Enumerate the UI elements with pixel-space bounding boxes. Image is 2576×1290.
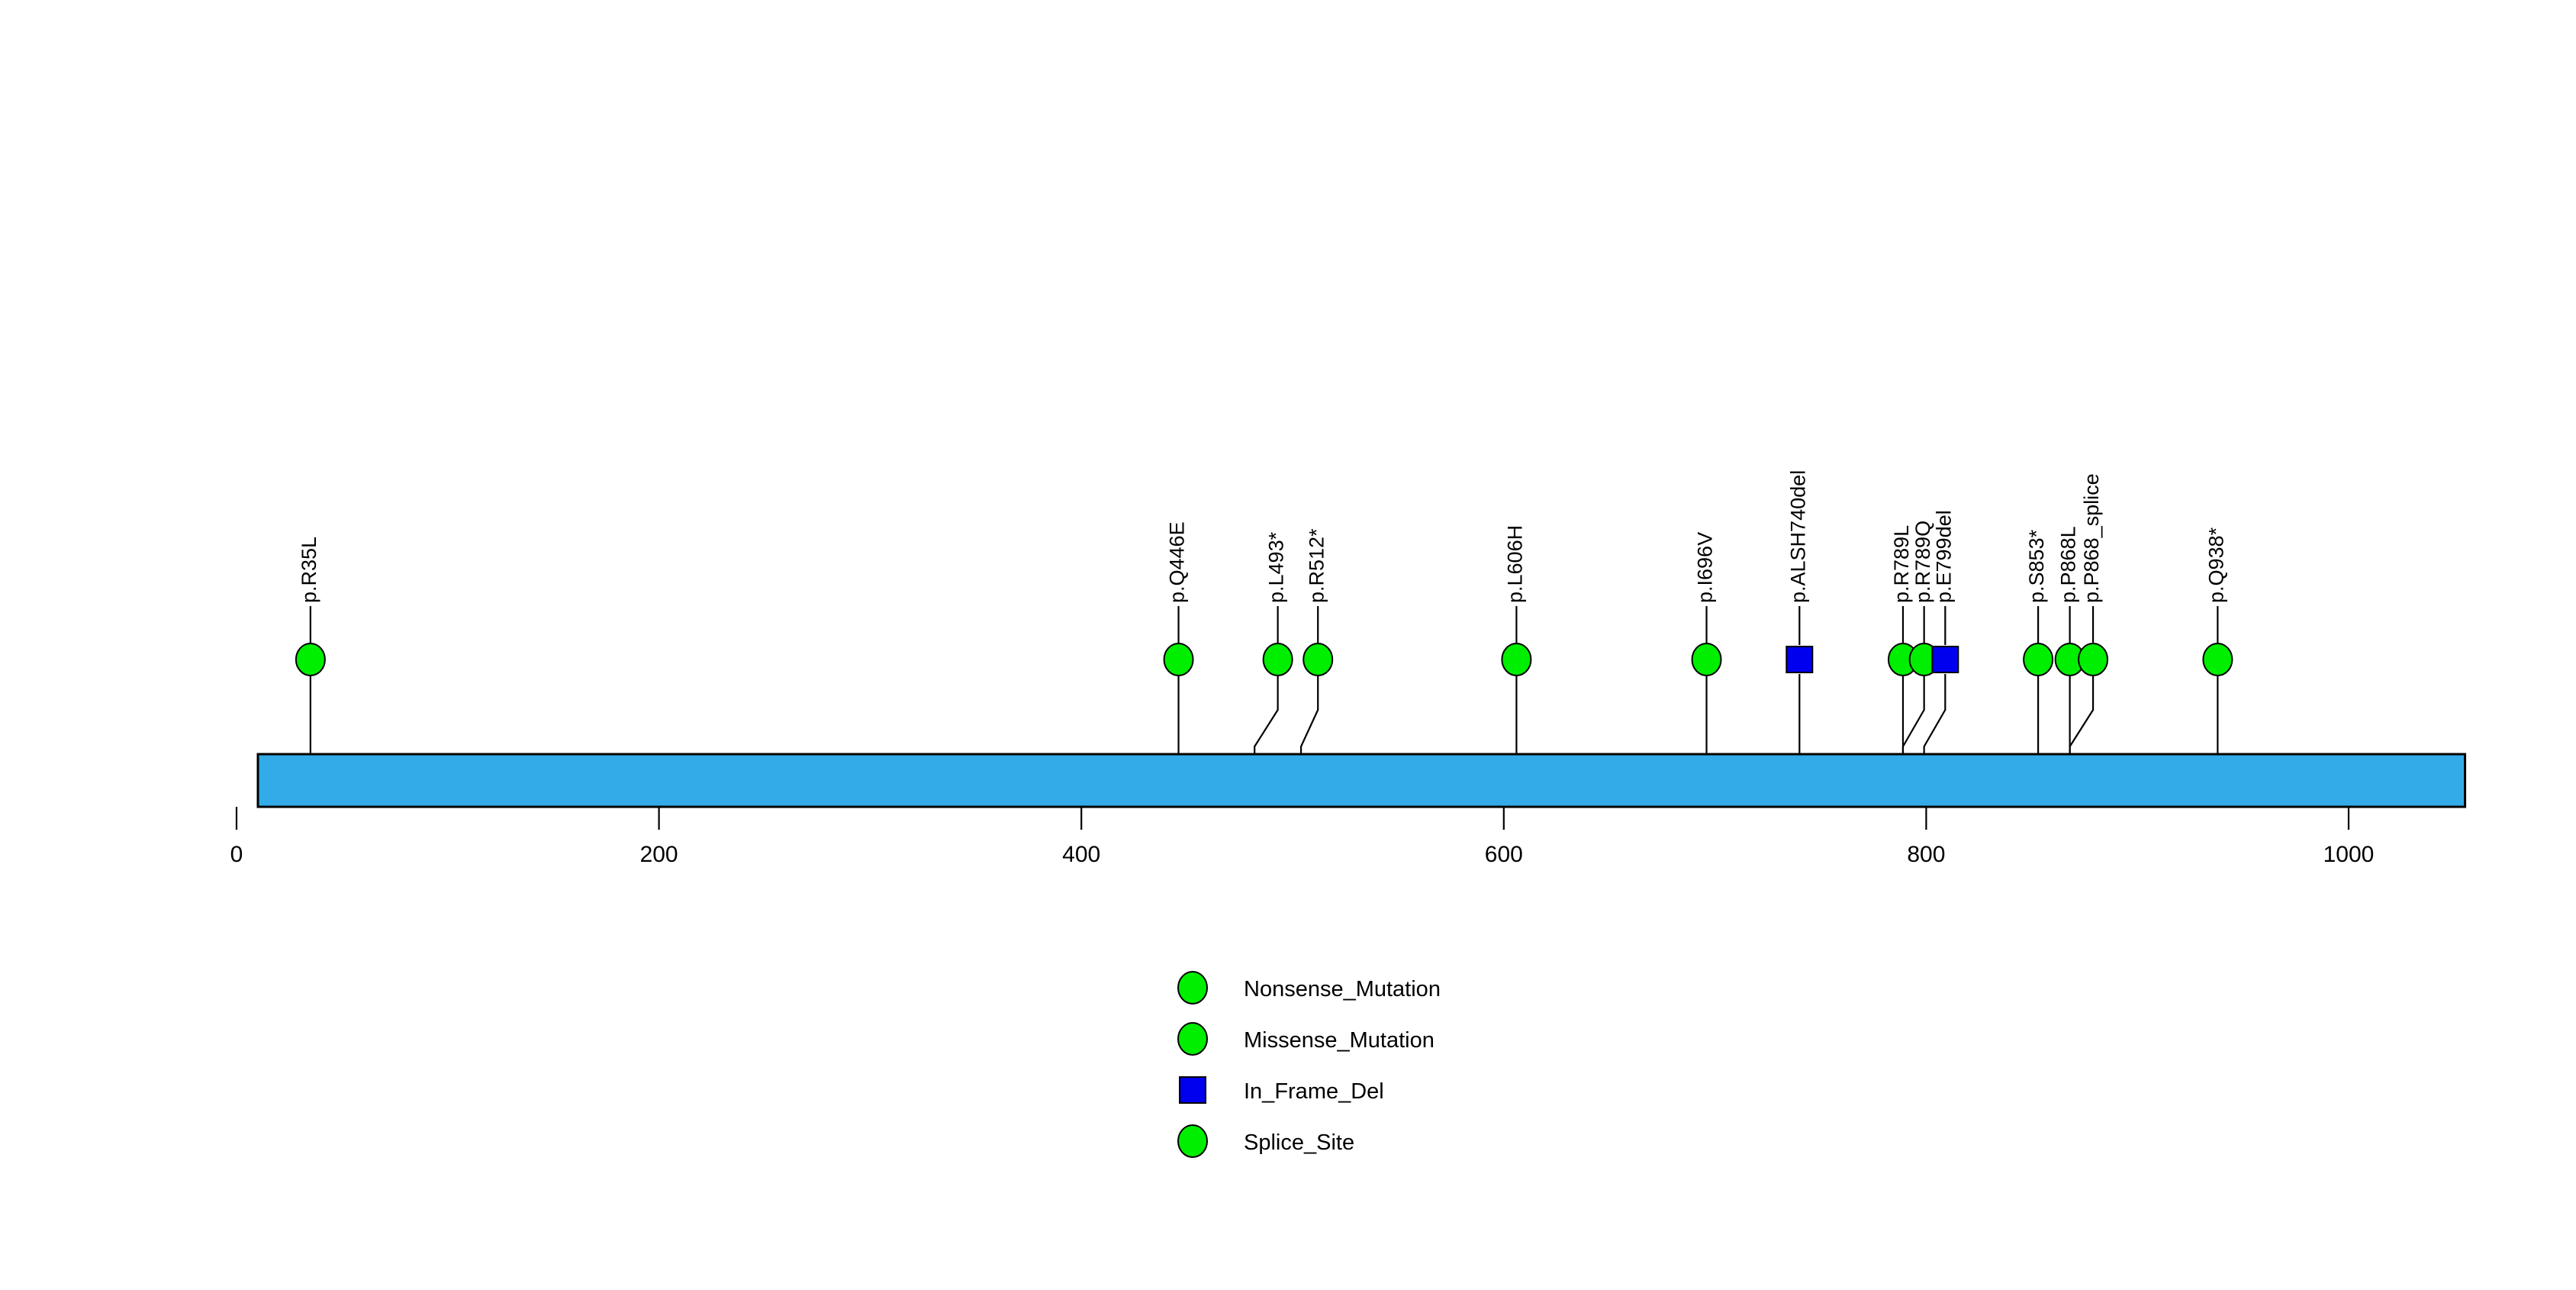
- mutation-label: p.S853*: [2025, 529, 2048, 603]
- legend-entry-label: Splice_Site: [1244, 1130, 1354, 1155]
- mutation-marker-circle[interactable]: [2202, 643, 2233, 676]
- mutation-label: p.Q446E: [1166, 521, 1189, 603]
- mutation-label: p.P868_splice: [2080, 473, 2103, 603]
- mutation-label: p.P868L: [2057, 526, 2080, 603]
- mutation-label: p.L493*: [1265, 531, 1288, 603]
- x-axis-tick-label: 800: [1907, 842, 1945, 867]
- protein-bar-layer: [256, 753, 2467, 808]
- x-axis-tick-label: 0: [230, 842, 243, 867]
- mutation-labels-layer: p.R35L p.Q446E p.L493* p.R512* p.L606H p.I696…: [298, 470, 2228, 603]
- protein-backbone-bar: [256, 753, 2467, 808]
- mutation-marker-square[interactable]: [1785, 646, 1814, 673]
- mutation-label: p.R789Q: [1911, 521, 1934, 603]
- mutation-marker-circle[interactable]: [2023, 643, 2054, 676]
- legend-swatch-circle[interactable]: [1177, 1124, 1208, 1158]
- mutation-label: p.R512*: [1305, 528, 1328, 603]
- mutation-label: p.ALSH740del: [1786, 470, 1809, 603]
- legend-entry-label: Nonsense_Mutation: [1244, 977, 1441, 1001]
- legend-swatch-circle[interactable]: [1177, 971, 1208, 1005]
- mutation-marker-circle[interactable]: [1163, 643, 1194, 676]
- x-axis-layer: 0 200 400 600 800 1000: [230, 807, 2375, 867]
- mutation-marker-circle[interactable]: [1691, 643, 1722, 676]
- mutation-label: p.E799del: [1932, 510, 1955, 603]
- legend-layer: Nonsense_MutationMissense_MutationIn_Fra…: [1177, 971, 1441, 1158]
- mutation-marker-circle[interactable]: [1262, 643, 1293, 676]
- legend-swatch-circle[interactable]: [1177, 1022, 1208, 1056]
- mutation-marker-square[interactable]: [1931, 646, 1959, 673]
- mutation-marker-circle[interactable]: [1302, 643, 1334, 676]
- legend-entry-label: Missense_Mutation: [1244, 1028, 1435, 1053]
- legend-entry-label: In_Frame_Del: [1244, 1079, 1384, 1104]
- mutation-marker-circle[interactable]: [1501, 643, 1532, 676]
- x-axis-tick-label: 200: [640, 842, 678, 867]
- x-axis-tick-label: 1000: [2323, 842, 2375, 867]
- mutation-label: p.L606H: [1504, 525, 1527, 603]
- mutation-label: p.R789L: [1890, 525, 1913, 603]
- mutation-label: p.Q938*: [2205, 527, 2228, 603]
- legend-swatch-square[interactable]: [1179, 1076, 1206, 1104]
- mutation-label: p.I696V: [1694, 532, 1717, 603]
- x-axis-tick-label: 400: [1062, 842, 1100, 867]
- mutation-markers-layer: [295, 643, 2233, 676]
- mutation-label: p.R35L: [298, 537, 320, 603]
- mutation-marker-circle[interactable]: [295, 643, 326, 676]
- x-axis-tick-label: 600: [1485, 842, 1523, 867]
- mutation-marker-circle[interactable]: [2078, 643, 2109, 676]
